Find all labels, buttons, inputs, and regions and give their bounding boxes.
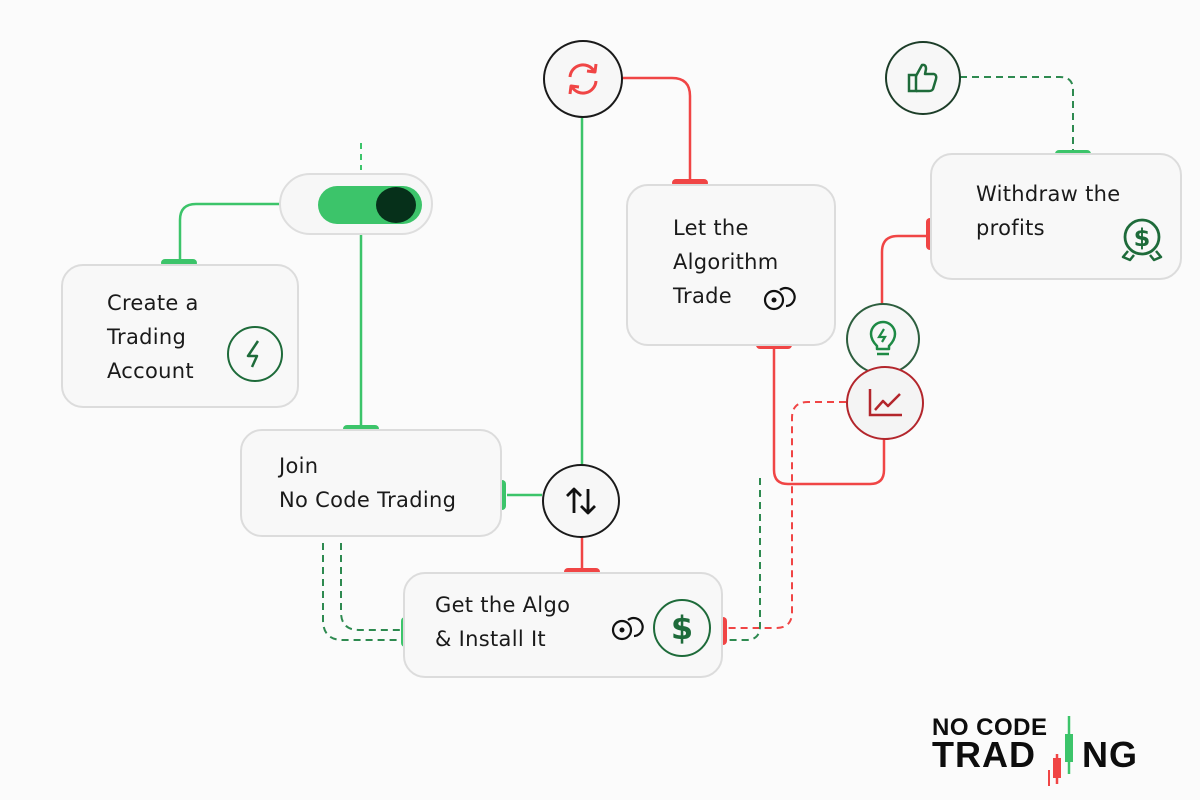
step-label: Create a Trading Account [107, 291, 199, 383]
wire-algo-green-dashed [726, 478, 761, 641]
wire-trade-to-chart [772, 345, 886, 486]
money-bag-icon: $ [1121, 218, 1163, 262]
logo-line1: NO CODE [932, 714, 1048, 741]
brand-logo: NO CODE TRAD NG [932, 708, 1162, 788]
thumbs-up-icon [907, 63, 938, 93]
lightning-icon [227, 326, 283, 382]
logo-line2b: NG [1082, 734, 1138, 775]
chart-node[interactable] [846, 366, 924, 440]
wire-bulb-to-withdraw [880, 234, 928, 305]
toggle-switch[interactable] [279, 173, 433, 235]
toggle-knob [376, 187, 416, 223]
logo-line2a: TRAD [932, 734, 1036, 775]
step-card-create-account[interactable]: Create a Trading Account [61, 264, 299, 408]
step-label: Let the Algorithm Trade [673, 216, 779, 308]
step-label: Withdraw the profits [976, 182, 1121, 240]
step-label: Get the Algo & Install It [435, 593, 571, 651]
dollar-icon: $ [653, 599, 711, 657]
lightbulb-node[interactable] [846, 303, 920, 375]
wire-chart-to-algo-dashed [726, 401, 846, 629]
up-down-arrows-icon [566, 487, 596, 515]
lightbulb-icon [869, 320, 897, 356]
step-card-join[interactable]: Join No Code Trading [240, 429, 502, 537]
thumbs-up-node[interactable] [885, 41, 961, 115]
link-rings-icon [763, 286, 796, 311]
wire-join-to-algo-dashed-1 [322, 543, 402, 641]
step-label: Join No Code Trading [279, 454, 457, 512]
line-chart-icon [868, 389, 902, 417]
refresh-node[interactable] [543, 40, 623, 118]
link-rings-icon [611, 616, 644, 641]
svg-text:$: $ [1134, 224, 1151, 252]
wire-join-to-algo-dashed-2 [340, 543, 402, 631]
refresh-icon [568, 63, 598, 95]
step-card-withdraw[interactable]: Withdraw the profits $ [930, 153, 1182, 280]
candlestick-icon [1048, 716, 1073, 786]
step-card-get-algo[interactable]: Get the Algo & Install It $ [403, 572, 723, 678]
exchange-node[interactable] [542, 464, 620, 538]
wire-refresh-to-trade [622, 76, 692, 182]
step-card-algorithm-trade[interactable]: Let the Algorithm Trade [626, 184, 836, 346]
wire-toggle-to-create [178, 202, 280, 262]
wire-thumbs-to-withdraw [960, 76, 1074, 150]
